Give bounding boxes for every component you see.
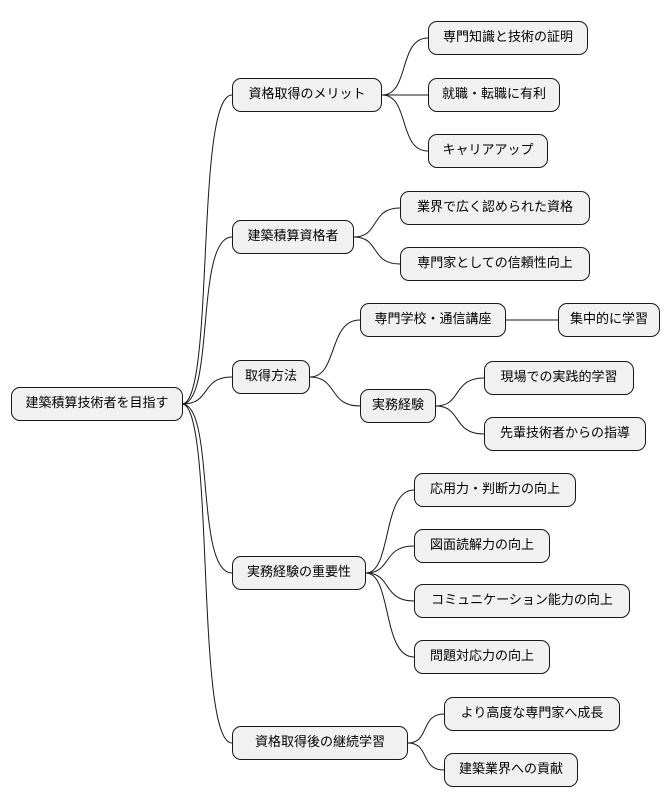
connector bbox=[309, 376, 361, 407]
connector bbox=[309, 319, 361, 378]
connector bbox=[365, 545, 415, 574]
leaf-node: 専門家としての信頼性向上 bbox=[400, 247, 590, 281]
connector bbox=[365, 572, 415, 602]
branch-node: 実務経験 bbox=[360, 389, 436, 423]
leaf-node: 図面読解力の向上 bbox=[414, 529, 550, 563]
leaf-node: 応用力・判断力の向上 bbox=[414, 473, 576, 507]
connector bbox=[181, 236, 233, 405]
branch-node: 資格取得のメリット bbox=[232, 78, 382, 112]
leaf-node: 建築業界への貢献 bbox=[444, 753, 578, 787]
leaf-node: 先輩技術者からの指導 bbox=[484, 417, 646, 451]
leaf-node: 現場での実践的学習 bbox=[484, 361, 634, 395]
branch-node: 建築積算資格者 bbox=[232, 220, 354, 254]
connector bbox=[407, 713, 445, 744]
connector bbox=[353, 236, 401, 265]
branch-node: 実務経験の重要性 bbox=[232, 556, 366, 590]
leaf-node: コミュニケーション能力の向上 bbox=[414, 584, 630, 618]
connector bbox=[381, 37, 429, 96]
branch-node: 資格取得後の継続学習 bbox=[232, 726, 408, 760]
root-node: 建築積算技術者を目指す bbox=[11, 387, 183, 421]
connector bbox=[407, 742, 445, 771]
branch-node: 専門学校・通信講座 bbox=[360, 303, 506, 337]
connector bbox=[435, 377, 485, 407]
connector bbox=[181, 94, 233, 405]
leaf-node: 就職・転職に有利 bbox=[428, 78, 560, 112]
connector bbox=[353, 207, 401, 238]
leaf-node: 業界で広く認められた資格 bbox=[400, 191, 590, 225]
leaf-node: キャリアアップ bbox=[428, 134, 548, 168]
branch-node: 取得方法 bbox=[232, 360, 310, 394]
connector bbox=[181, 376, 233, 405]
leaf-node: 専門知識と技術の証明 bbox=[428, 21, 588, 55]
connector bbox=[365, 572, 415, 658]
connector bbox=[435, 405, 485, 435]
leaf-node: 集中的に学習 bbox=[558, 303, 660, 337]
connector bbox=[381, 94, 429, 152]
leaf-node: 問題対応力の向上 bbox=[414, 640, 550, 674]
connector bbox=[181, 403, 233, 744]
connector bbox=[181, 403, 233, 574]
leaf-node: より高度な専門家へ成長 bbox=[444, 697, 620, 731]
connector bbox=[365, 489, 415, 574]
